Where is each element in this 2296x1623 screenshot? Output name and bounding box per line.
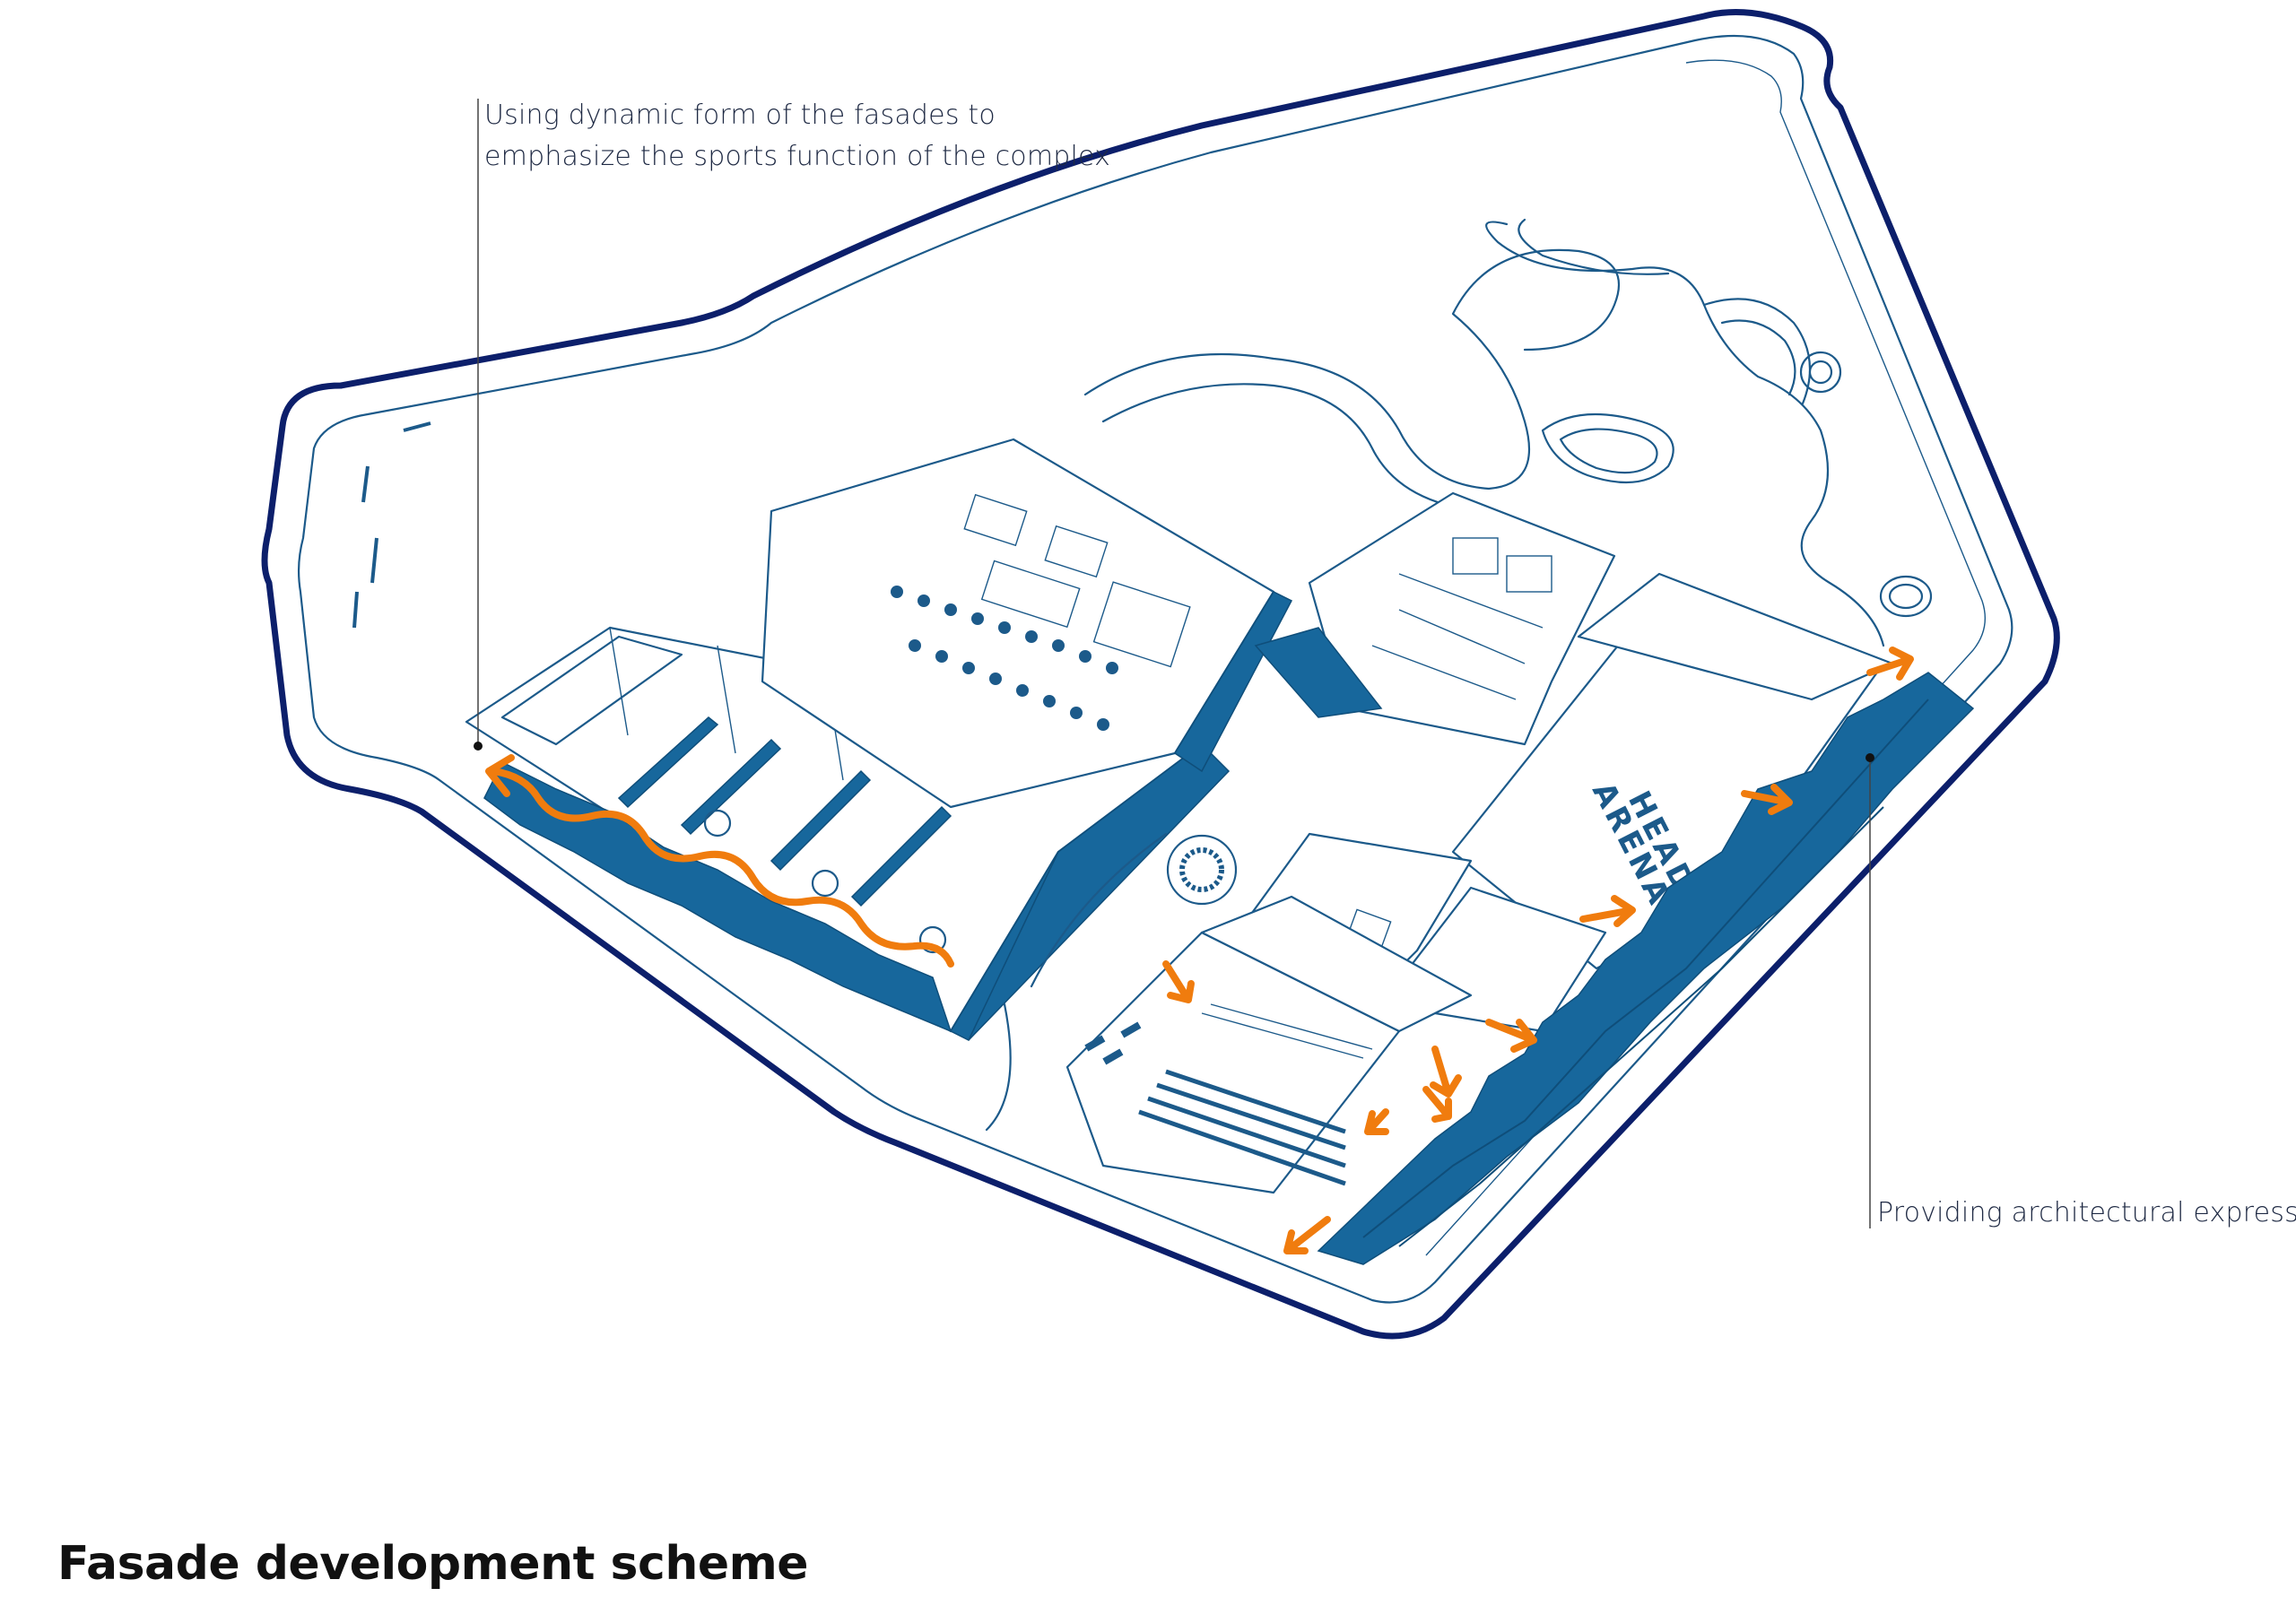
inner-road-line — [297, 34, 2013, 1304]
annotation-left-line-1: Using dynamic form of the fasades to — [484, 100, 996, 131]
central-building — [761, 438, 1293, 809]
fitness-building — [1254, 491, 1616, 746]
annotation-left: Using dynamic form of the fasades to emp… — [484, 95, 1110, 178]
right-leader-dot — [1866, 753, 1874, 762]
site-boundary — [261, 9, 2060, 1340]
park-paths — [1083, 218, 1933, 647]
left-leader-dot — [474, 742, 483, 751]
parking-marks — [352, 421, 431, 629]
facade-arrows — [1162, 647, 1914, 1254]
annotation-right-line-1: Providing architectural expression — [1877, 1197, 2296, 1228]
annotation-left-line-2: emphasize the sports function of the com… — [484, 141, 1111, 172]
page-title: Fasade development scheme — [57, 1537, 809, 1591]
annotation-right: Providing architectural expression — [1877, 1193, 2296, 1234]
inner-road-line-2 — [1425, 59, 1986, 1256]
facade-wave-highlight — [490, 768, 954, 968]
right-dynamic-facade — [1317, 672, 1975, 1265]
grandstand-building — [1065, 895, 1473, 1194]
plaza-fountain — [985, 832, 1238, 1132]
left-dynamic-facade — [483, 760, 952, 1033]
head-arena-building: HEAD ARENA — [1451, 572, 1894, 970]
facade-wave-arrowhead — [485, 754, 515, 797]
